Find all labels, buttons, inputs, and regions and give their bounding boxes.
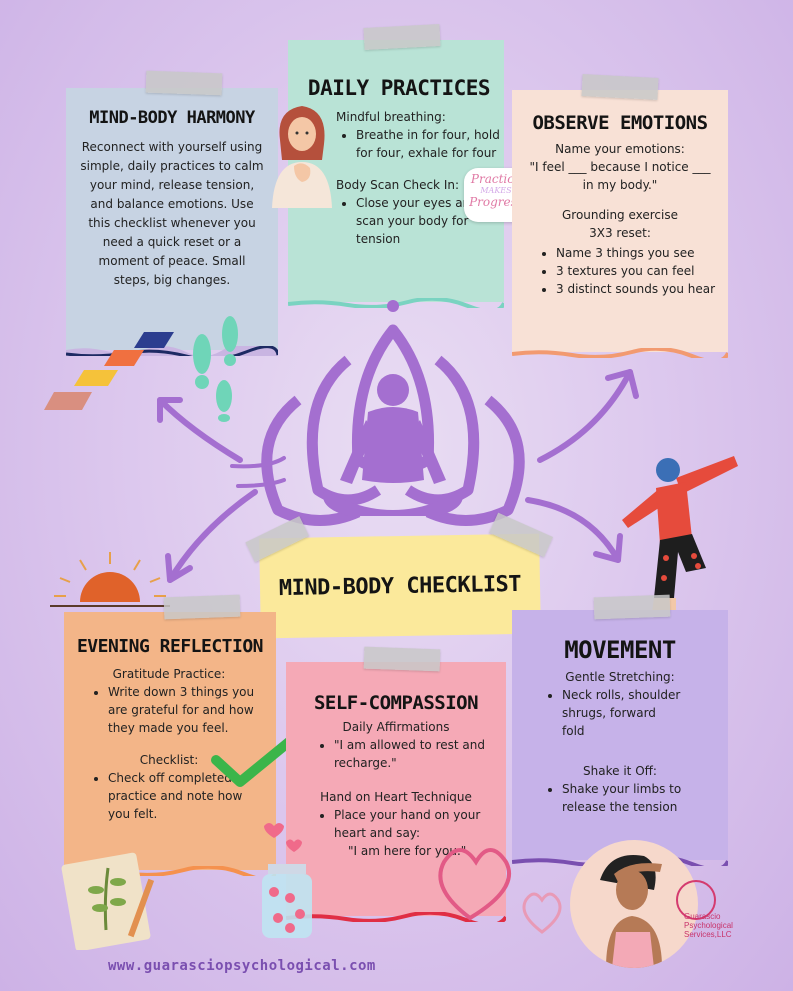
subheading: Shake it Off: — [583, 764, 657, 778]
heart-jar-illustration — [262, 823, 312, 938]
list-item: 3 textures you can feel — [556, 262, 718, 280]
list-item: Shake your limbs to release the tension — [562, 780, 720, 816]
evening-reflection-card: EVENING REFLECTION Gratitude Practice: W… — [64, 594, 276, 876]
torn-edge — [512, 348, 728, 358]
compassion-content: Daily Affirmations "I am allowed to rest… — [286, 714, 506, 860]
tape-decoration — [363, 646, 441, 672]
subheading: Daily Affirmations — [342, 720, 450, 734]
subheading: Hand on Heart Technique — [320, 790, 472, 804]
tape-decoration — [593, 594, 671, 620]
quote-text: "I feel ___ because I notice ___ in my b… — [529, 160, 711, 192]
checklist-title: MIND-BODY CHECKLIST — [278, 571, 522, 602]
subheading: 3X3 reset: — [589, 226, 651, 240]
tape-decoration — [145, 70, 223, 96]
quote-text: "I am here for you." — [348, 844, 467, 858]
card-title: MOVEMENT — [564, 636, 676, 664]
logo-text: Guarascio — [684, 912, 721, 921]
sticker-text: Progress — [469, 195, 523, 209]
checkmark-icon — [211, 724, 310, 787]
logo-text: Services,LLC — [684, 930, 732, 939]
tape-decoration — [363, 24, 441, 50]
subheading: Body Scan Check In: — [336, 178, 460, 192]
list-item: Name 3 things you see — [556, 244, 718, 262]
logo-text: Psychological — [684, 921, 733, 930]
card-body: Reconnect with yourself using simple, da… — [80, 140, 264, 287]
logo-mark — [676, 880, 716, 920]
card-title: OBSERVE EMOTIONS — [532, 112, 708, 134]
checklist-title-banner: MIND-BODY CHECKLIST — [245, 512, 554, 639]
company-logo: Guarascio Psychological Services,LLC — [664, 880, 733, 964]
sticker-text: Practice — [470, 172, 522, 186]
subheading: Gentle Stretching: — [565, 670, 675, 684]
stretching-woman-portrait — [570, 840, 698, 968]
observe-emotions-card: OBSERVE EMOTIONS Name your emotions: "I … — [512, 74, 728, 358]
subheading: Checklist: — [139, 753, 199, 767]
card-title: EVENING REFLECTION — [76, 636, 264, 657]
card-title: SELF-COMPASSION — [313, 692, 479, 714]
stretching-person-illustration — [622, 456, 738, 612]
journal-plant-illustration — [61, 852, 155, 950]
subheading: Mindful breathing: — [336, 110, 446, 124]
list-item: Close your eyes and scan your body for t… — [356, 194, 502, 248]
card-title: DAILY PRACTICES — [307, 76, 491, 100]
heart-outline-decoration — [438, 848, 562, 934]
movement-content: Gentle Stretching: Neck rolls, shoulder … — [512, 664, 728, 816]
subheading: Name your emotions: — [555, 142, 685, 156]
stairs-illustration — [44, 332, 174, 410]
tape-decoration — [163, 594, 241, 620]
list-item: Place your hand on your heart and say: — [334, 806, 496, 842]
website-link[interactable]: www.guarasciopsychological.com — [108, 958, 376, 974]
observe-intro: Name your emotions: "I feel ___ because … — [512, 140, 728, 242]
list-item: 3 distinct sounds you hear — [556, 280, 718, 298]
self-compassion-card: SELF-COMPASSION Daily Affirmations "I am… — [286, 646, 506, 922]
list-item: Breathe in for four, hold for four, exha… — [356, 126, 502, 162]
subheading: Gratitude Practice: — [112, 667, 226, 681]
list-item: Check off completed practice and note ho… — [108, 769, 266, 823]
torn-edge — [288, 298, 504, 308]
movement-card: MOVEMENT Gentle Stretching: Neck rolls, … — [512, 594, 728, 866]
sticker-text: MAKES — [480, 186, 512, 195]
mind-body-harmony-card: MIND-BODY HARMONY Reconnect with yoursel… — [66, 70, 278, 356]
daily-content: Mindful breathing: Breathe in for four, … — [336, 108, 502, 248]
breathing-woman-illustration — [272, 106, 332, 208]
lotus-meditation-icon — [230, 300, 525, 526]
card-title: MIND-BODY HARMONY — [89, 108, 255, 128]
evening-content: Gratitude Practice: Write down 3 things … — [64, 657, 276, 823]
portrait-illustration — [600, 855, 662, 968]
subheading: Grounding exercise — [561, 208, 679, 222]
daily-practices-card: DAILY PRACTICES Mindful breathing: Breat… — [288, 24, 528, 308]
list-item: "I am allowed to rest and recharge." — [334, 736, 496, 772]
grounding-list: Name 3 things you see 3 textures you can… — [512, 244, 728, 298]
tape-decoration — [581, 74, 659, 100]
list-item: Neck rolls, shoulder shrugs, forward fol… — [562, 686, 682, 740]
torn-edge — [286, 912, 506, 922]
sunset-icon — [50, 552, 170, 607]
list-item: Write down 3 things you are grateful for… — [108, 683, 266, 737]
